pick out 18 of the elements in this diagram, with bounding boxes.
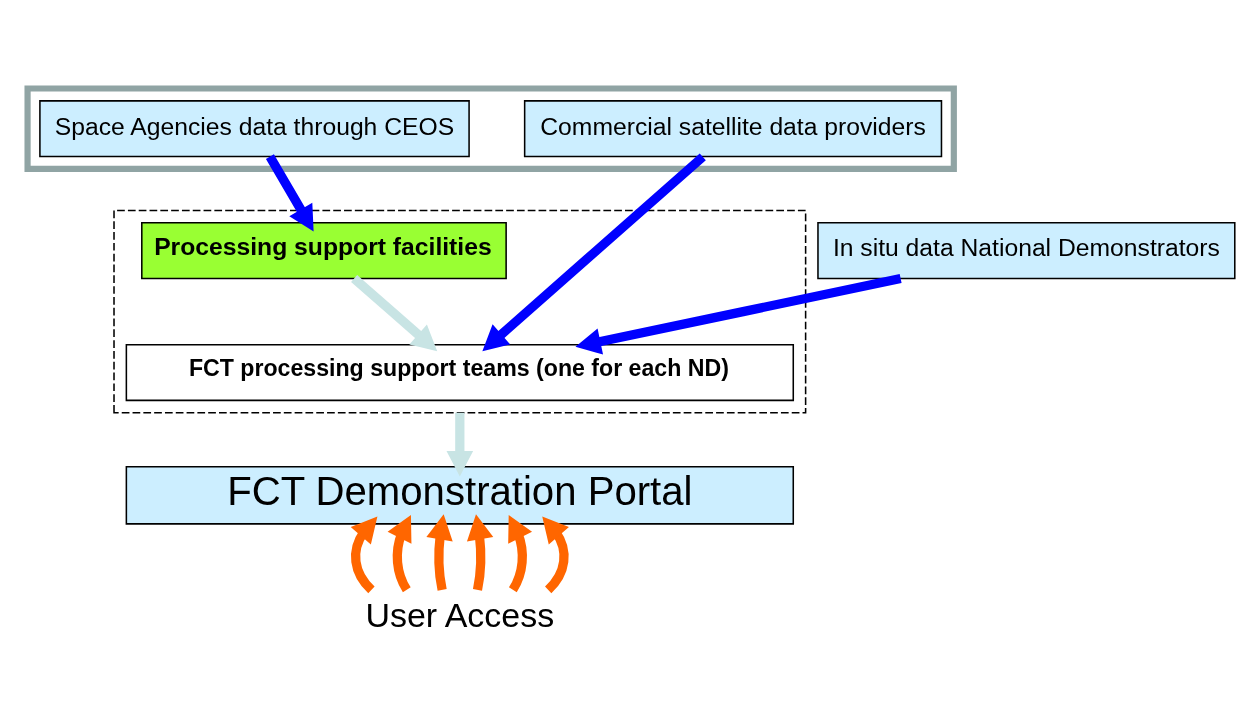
node-box: Processing support facilities bbox=[141, 222, 507, 280]
arrow bbox=[482, 153, 706, 352]
cluster bbox=[24, 85, 957, 172]
arrow bbox=[351, 275, 438, 352]
node-box: FCT processing support teams (one for each ND) bbox=[125, 344, 795, 402]
cluster bbox=[113, 209, 807, 414]
arrow bbox=[387, 515, 412, 593]
arrow bbox=[426, 514, 453, 591]
arrow bbox=[466, 514, 494, 591]
arrow bbox=[350, 516, 378, 594]
node-text: User Access bbox=[365, 595, 555, 634]
arrow bbox=[446, 412, 474, 477]
arrow bbox=[265, 154, 314, 232]
arrow bbox=[508, 515, 533, 593]
node-box: FCT Demonstration Portal bbox=[125, 466, 795, 525]
node-box: Space Agencies data through CEOS bbox=[39, 100, 470, 158]
node-box: Commercial satellite data providers bbox=[523, 100, 943, 158]
node-box: In situ data National Demonstrators bbox=[817, 222, 1236, 280]
